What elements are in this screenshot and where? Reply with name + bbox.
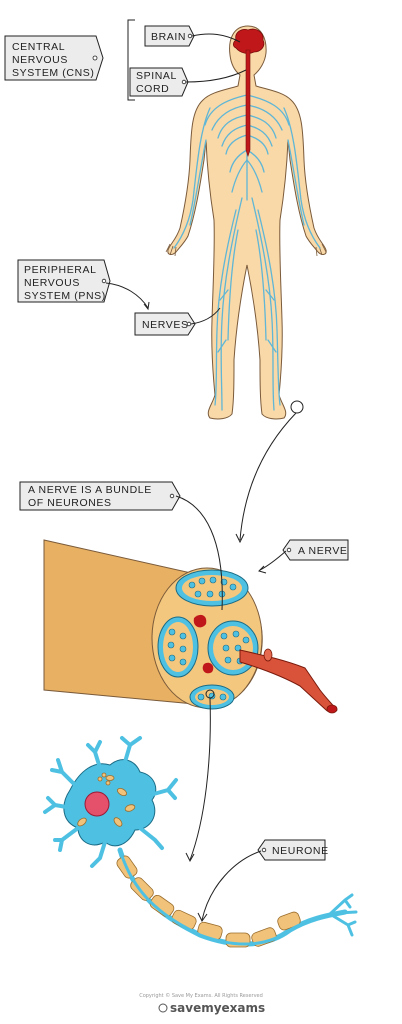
neurone-illustration <box>43 736 358 948</box>
nerves-label-text: NERVES <box>142 319 189 331</box>
body-silhouette <box>167 25 327 420</box>
organelles <box>77 772 136 827</box>
axon-terminals <box>328 893 358 937</box>
watermark: Copyright © Save My Exams. All Rights Re… <box>139 992 265 1015</box>
brand-logo-icon <box>158 1003 168 1013</box>
cns-label-line1: CENTRAL <box>12 41 65 53</box>
brain-label: BRAIN <box>144 25 195 47</box>
cns-label-line2: NERVOUS <box>12 54 68 66</box>
neurone-label: NEURONE <box>257 839 329 861</box>
neurone-label-text: NEURONE <box>272 845 329 857</box>
extracted-axon <box>239 649 338 713</box>
pns-label-line3: SYSTEM (PNS) <box>24 290 106 302</box>
bundle-label-line2: OF NEURONES <box>28 497 112 509</box>
pns-label-line2: NERVOUS <box>24 277 80 289</box>
nerve-bundle-illustration <box>43 539 338 714</box>
foot-zoom-circle <box>290 400 304 414</box>
brand-text: savemyexams <box>170 1001 265 1015</box>
nerves-label: NERVES <box>134 312 196 336</box>
nucleus <box>84 791 110 817</box>
spinal-cord-shape <box>245 49 251 157</box>
cns-label-line3: SYSTEM (CNS) <box>12 67 94 79</box>
cell-body <box>63 759 157 847</box>
pns-label: PERIPHERAL NERVOUS SYSTEM (PNS) <box>17 259 111 303</box>
spinal-cord-label: SPINAL CORD <box>129 67 189 97</box>
cns-bracket <box>127 19 135 101</box>
bundle-label-line1: A NERVE IS A BUNDLE <box>28 484 152 496</box>
brain-label-text: BRAIN <box>151 31 186 43</box>
a-nerve-label-text: A NERVE <box>298 545 348 557</box>
brain-shape <box>232 28 265 54</box>
pns-label-line1: PERIPHERAL <box>24 264 97 276</box>
human-body-figure <box>165 25 327 420</box>
cns-label: CENTRAL NERVOUS SYSTEM (CNS) <box>4 35 104 81</box>
bundle-label: A NERVE IS A BUNDLE OF NEURONES <box>19 481 181 511</box>
spinal-label-line2: CORD <box>136 83 169 95</box>
spinal-label-line1: SPINAL <box>136 70 177 82</box>
a-nerve-label: A NERVE <box>282 539 349 561</box>
copyright-text: Copyright © Save My Exams. All Rights Re… <box>139 992 263 999</box>
dendrites <box>43 736 178 868</box>
